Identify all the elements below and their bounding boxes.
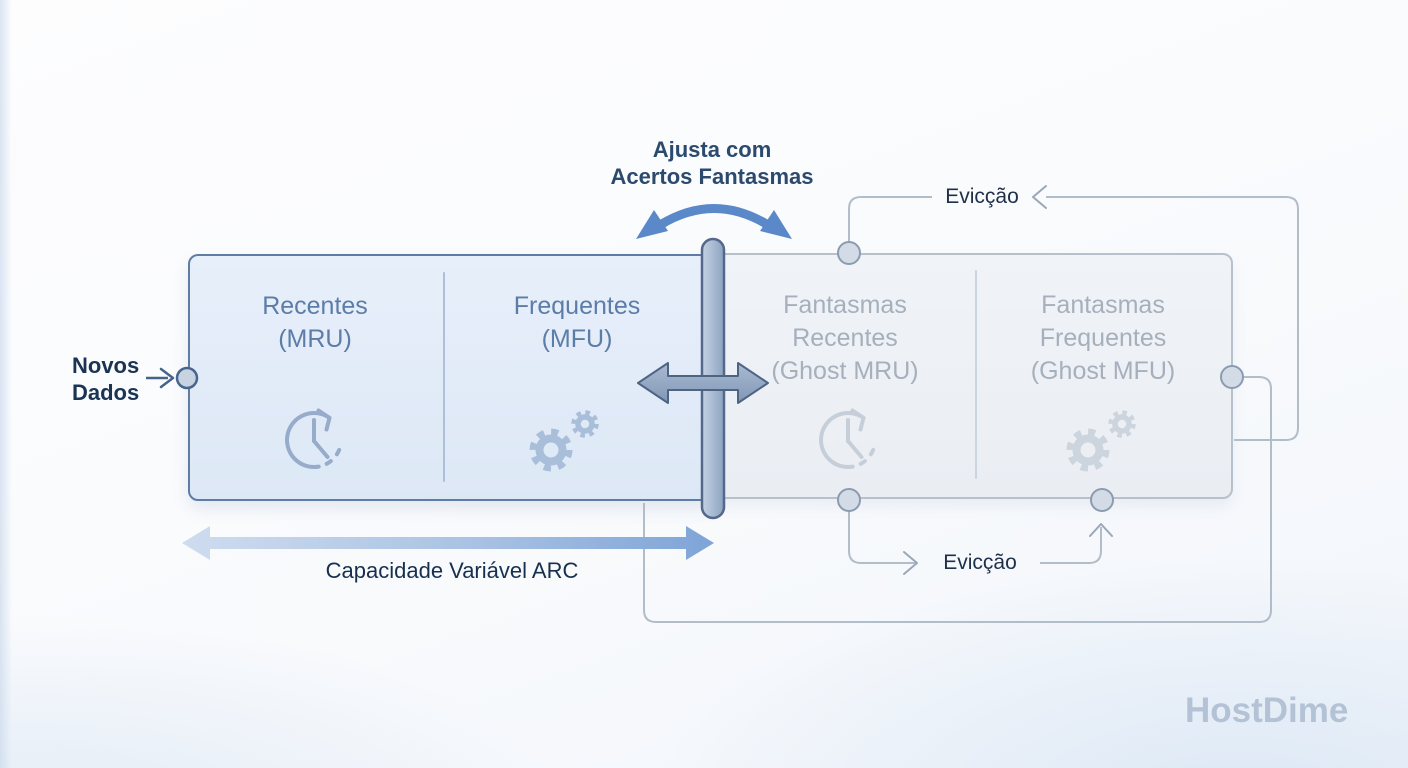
gears-icon bbox=[1066, 410, 1136, 472]
gears-icon bbox=[529, 410, 599, 472]
active-panel-divider bbox=[443, 272, 445, 482]
section-label-ghost-recent-line2: Recentes bbox=[792, 324, 898, 352]
node-new-data bbox=[175, 366, 199, 390]
hostdime-logo: HostDime bbox=[1185, 691, 1349, 730]
section-label-ghost-recent-line1: Fantasmas bbox=[783, 291, 907, 319]
node-ghost-bottom-left bbox=[837, 488, 861, 512]
new-data-label: Novos Dados bbox=[72, 352, 182, 406]
eviction-bottom-label: Evicção bbox=[943, 551, 1017, 574]
new-data-label-line2: Dados bbox=[72, 380, 140, 405]
node-ghost-right bbox=[1220, 365, 1244, 389]
clock-history-icon bbox=[285, 408, 343, 470]
capacity-arrow bbox=[182, 526, 714, 560]
capacity-label: Capacidade Variável ARC bbox=[325, 558, 579, 583]
adjust-arrow bbox=[636, 204, 792, 239]
cache-panel-ghost bbox=[712, 253, 1233, 499]
section-label-recent: Recentes (MRU) bbox=[215, 290, 415, 356]
section-label-ghost-frequent-line1: Fantasmas bbox=[1041, 291, 1165, 319]
eviction-bottom-arrowhead-right bbox=[903, 551, 918, 575]
section-label-recent-line1: Recentes bbox=[262, 292, 368, 320]
adjust-label-line1: Ajusta com bbox=[652, 137, 772, 162]
eviction-bottom-arrowhead-up bbox=[1089, 523, 1113, 537]
ghost-panel-divider bbox=[975, 270, 977, 479]
section-label-frequent-line2: (MFU) bbox=[541, 325, 613, 353]
eviction-bottom-path-left bbox=[848, 511, 916, 564]
section-label-ghost-frequent-line2: Frequentes bbox=[1039, 324, 1167, 352]
section-label-ghost-frequent-line3: (Ghost MFU) bbox=[1030, 357, 1176, 385]
new-data-label-line1: Novos bbox=[72, 353, 140, 378]
node-ghost-top bbox=[837, 241, 861, 265]
section-label-frequent: Frequentes (MFU) bbox=[477, 290, 677, 356]
section-label-ghost-frequent: Fantasmas Frequentes (Ghost MFU) bbox=[1003, 289, 1203, 388]
recirculation-path bbox=[643, 376, 1272, 623]
adjust-label-line2: Acertos Fantasmas bbox=[610, 164, 814, 189]
eviction-top-label: Evicção bbox=[945, 185, 1019, 208]
eviction-bottom-path-right bbox=[1040, 527, 1102, 564]
partition-arrow bbox=[637, 362, 769, 404]
eviction-top-path bbox=[848, 196, 932, 242]
new-data-arrow bbox=[146, 367, 175, 389]
section-label-ghost-recent-line3: (Ghost MRU) bbox=[771, 357, 919, 385]
section-label-recent-line2: (MRU) bbox=[278, 325, 352, 353]
node-ghost-bottom-right bbox=[1090, 488, 1114, 512]
cache-panel-active bbox=[188, 254, 712, 501]
eviction-top-path-right bbox=[1046, 196, 1299, 441]
section-label-frequent-line1: Frequentes bbox=[513, 292, 641, 320]
section-label-ghost-recent: Fantasmas Recentes (Ghost MRU) bbox=[745, 289, 945, 388]
clock-history-icon bbox=[819, 408, 877, 470]
eviction-top-arrowhead bbox=[1032, 185, 1047, 209]
adjust-label: Ajusta com Acertos Fantasmas bbox=[572, 136, 852, 190]
